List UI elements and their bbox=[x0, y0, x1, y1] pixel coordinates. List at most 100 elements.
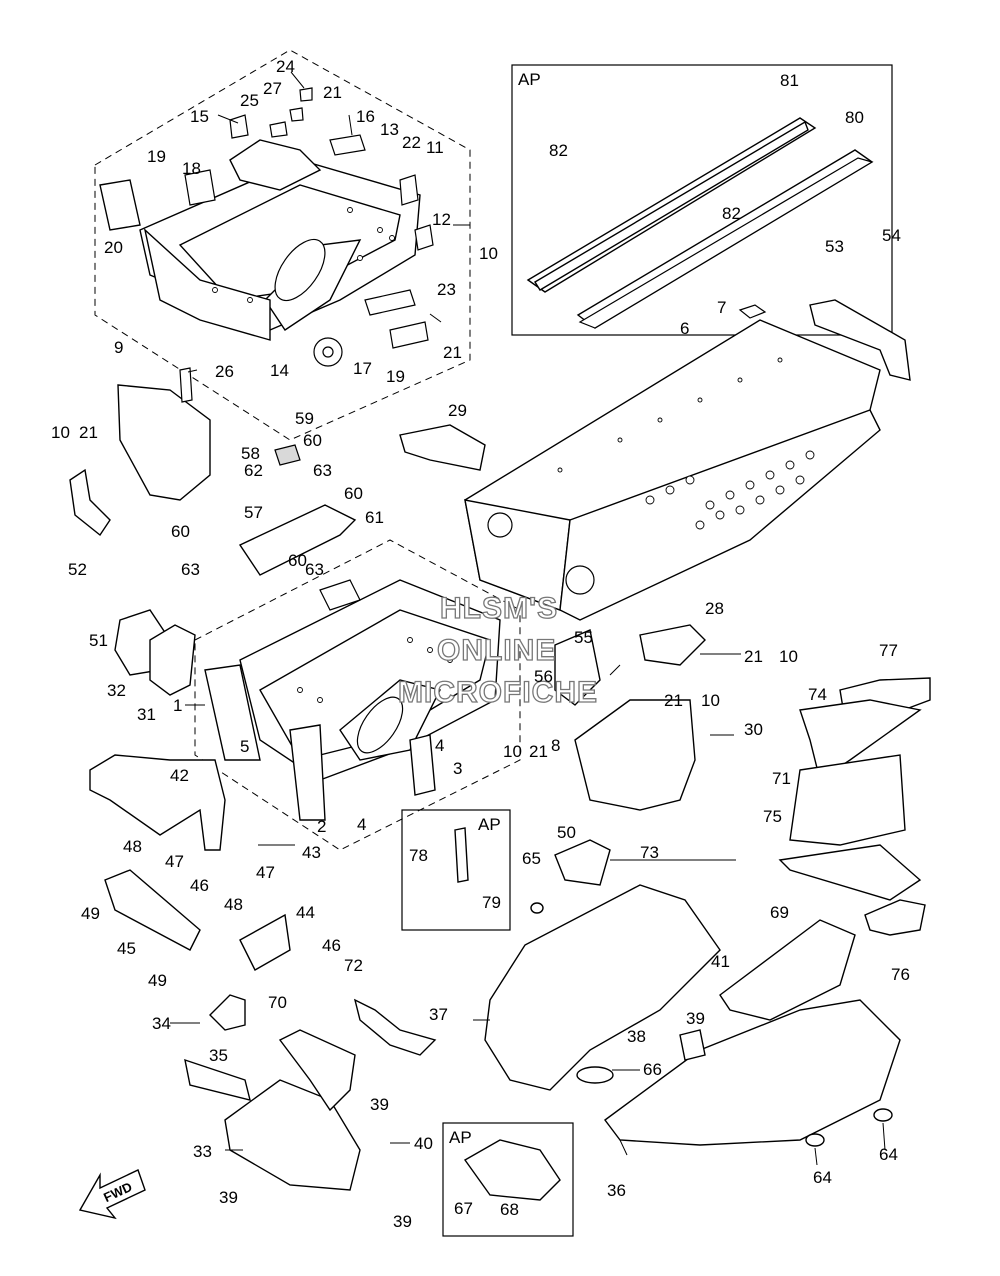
callout-17: 17 bbox=[353, 359, 372, 378]
lower-frame-assembly bbox=[204, 579, 501, 821]
callout-67: 67 bbox=[454, 1199, 473, 1218]
callout-12: 12 bbox=[432, 210, 451, 229]
callout-74: 74 bbox=[808, 685, 827, 704]
plate-35 bbox=[184, 1058, 251, 1101]
callout-54: 54 bbox=[882, 226, 901, 245]
callout-28: 28 bbox=[705, 599, 724, 618]
bracket-44 bbox=[239, 913, 291, 971]
callout-39: 39 bbox=[219, 1188, 238, 1207]
callout-36: 36 bbox=[607, 1181, 626, 1200]
callout-31: 31 bbox=[137, 705, 156, 724]
grommet-66 bbox=[576, 1066, 614, 1084]
callout-6: 6 bbox=[680, 319, 689, 338]
ap-box-67-68 bbox=[442, 1122, 574, 1237]
callout-26: 26 bbox=[215, 362, 234, 381]
callout-10: 10 bbox=[779, 647, 798, 666]
callout-56: 56 bbox=[534, 667, 553, 686]
callout-63: 63 bbox=[181, 560, 200, 579]
callout-10: 10 bbox=[479, 244, 498, 263]
callout-61: 61 bbox=[365, 508, 384, 527]
watermark-line-1: HLSM'S bbox=[440, 592, 558, 625]
callout-10: 10 bbox=[503, 742, 522, 761]
callout-68: 68 bbox=[500, 1200, 519, 1219]
callout-46: 46 bbox=[322, 936, 341, 955]
callout-7: 7 bbox=[717, 298, 726, 317]
callout-33: 33 bbox=[193, 1142, 212, 1161]
callout-23: 23 bbox=[437, 280, 456, 299]
guard-45 bbox=[104, 869, 201, 951]
callout-39: 39 bbox=[686, 1009, 705, 1028]
callout-82: 82 bbox=[549, 141, 568, 160]
callout-35: 35 bbox=[209, 1046, 228, 1065]
callout-69: 69 bbox=[770, 903, 789, 922]
callout-50: 50 bbox=[557, 823, 576, 842]
plug-64b bbox=[873, 1108, 893, 1122]
callout-49: 49 bbox=[81, 904, 100, 923]
callout-1: 1 bbox=[173, 696, 182, 715]
bracket-57 bbox=[238, 504, 357, 576]
panel-71 bbox=[789, 754, 906, 846]
callout-2: 2 bbox=[317, 817, 326, 836]
bracket-28 bbox=[639, 624, 706, 666]
callout-10: 10 bbox=[51, 423, 70, 442]
callout-42: 42 bbox=[170, 766, 189, 785]
ap-label-78: AP bbox=[478, 815, 501, 834]
panel-69 bbox=[719, 919, 856, 1021]
plate-29 bbox=[399, 424, 486, 471]
callout-60: 60 bbox=[303, 431, 322, 450]
callout-19: 19 bbox=[386, 367, 405, 386]
callout-44: 44 bbox=[296, 903, 315, 922]
housing-8 bbox=[574, 699, 696, 811]
cap-58 bbox=[274, 444, 301, 466]
callout-5: 5 bbox=[240, 737, 249, 756]
callout-51: 51 bbox=[89, 631, 108, 650]
disk-76 bbox=[864, 899, 926, 936]
callout-52: 52 bbox=[68, 560, 87, 579]
callout-48: 48 bbox=[123, 837, 142, 856]
upper-frame-assembly bbox=[99, 87, 434, 367]
callout-19: 19 bbox=[147, 147, 166, 166]
tunnel bbox=[464, 304, 881, 621]
callout-24: 24 bbox=[276, 57, 295, 76]
boot-31 bbox=[149, 624, 196, 696]
callout-25: 25 bbox=[240, 91, 259, 110]
panel-75 bbox=[778, 844, 922, 901]
callout-76: 76 bbox=[891, 965, 910, 984]
bar-78 bbox=[454, 827, 469, 883]
callout-13: 13 bbox=[380, 120, 399, 139]
callout-64: 64 bbox=[813, 1168, 832, 1187]
callout-11: 11 bbox=[426, 138, 444, 157]
callout-15: 15 bbox=[190, 107, 209, 126]
callout-30: 30 bbox=[744, 720, 763, 739]
callout-21: 21 bbox=[529, 742, 548, 761]
callout-46: 46 bbox=[190, 876, 209, 895]
watermark-line-3: MICROFICHE bbox=[398, 676, 598, 709]
skid-33 bbox=[224, 1079, 361, 1191]
callout-73: 73 bbox=[640, 843, 659, 862]
callout-21: 21 bbox=[744, 647, 763, 666]
callout-21: 21 bbox=[323, 83, 342, 102]
callout-34: 34 bbox=[152, 1014, 171, 1033]
callout-21: 21 bbox=[664, 691, 683, 710]
callout-18: 18 bbox=[182, 159, 201, 178]
callouts: 1 2 3 4 4 5 6 7 8 9 10 10 10 10 10 11 12… bbox=[51, 57, 910, 1231]
ap-label-rails: AP bbox=[518, 70, 541, 89]
callout-14: 14 bbox=[270, 361, 289, 380]
bracket-38 bbox=[679, 1029, 706, 1061]
callout-48: 48 bbox=[224, 895, 243, 914]
callout-49: 49 bbox=[148, 971, 167, 990]
callout-21: 21 bbox=[79, 423, 98, 442]
callout-60: 60 bbox=[344, 484, 363, 503]
callout-40: 40 bbox=[414, 1134, 433, 1153]
callout-82: 82 bbox=[722, 204, 741, 223]
callout-39: 39 bbox=[370, 1095, 389, 1114]
clip-26 bbox=[179, 367, 193, 403]
fwd-arrow-icon: FWD bbox=[78, 1169, 146, 1220]
callout-60: 60 bbox=[288, 551, 307, 570]
ap-box-rails bbox=[511, 64, 893, 336]
callout-64: 64 bbox=[879, 1145, 898, 1164]
assembly-10-dashed-outline bbox=[94, 49, 471, 441]
callout-20: 20 bbox=[104, 238, 123, 257]
callout-53: 53 bbox=[825, 237, 844, 256]
callout-9: 9 bbox=[114, 338, 123, 357]
